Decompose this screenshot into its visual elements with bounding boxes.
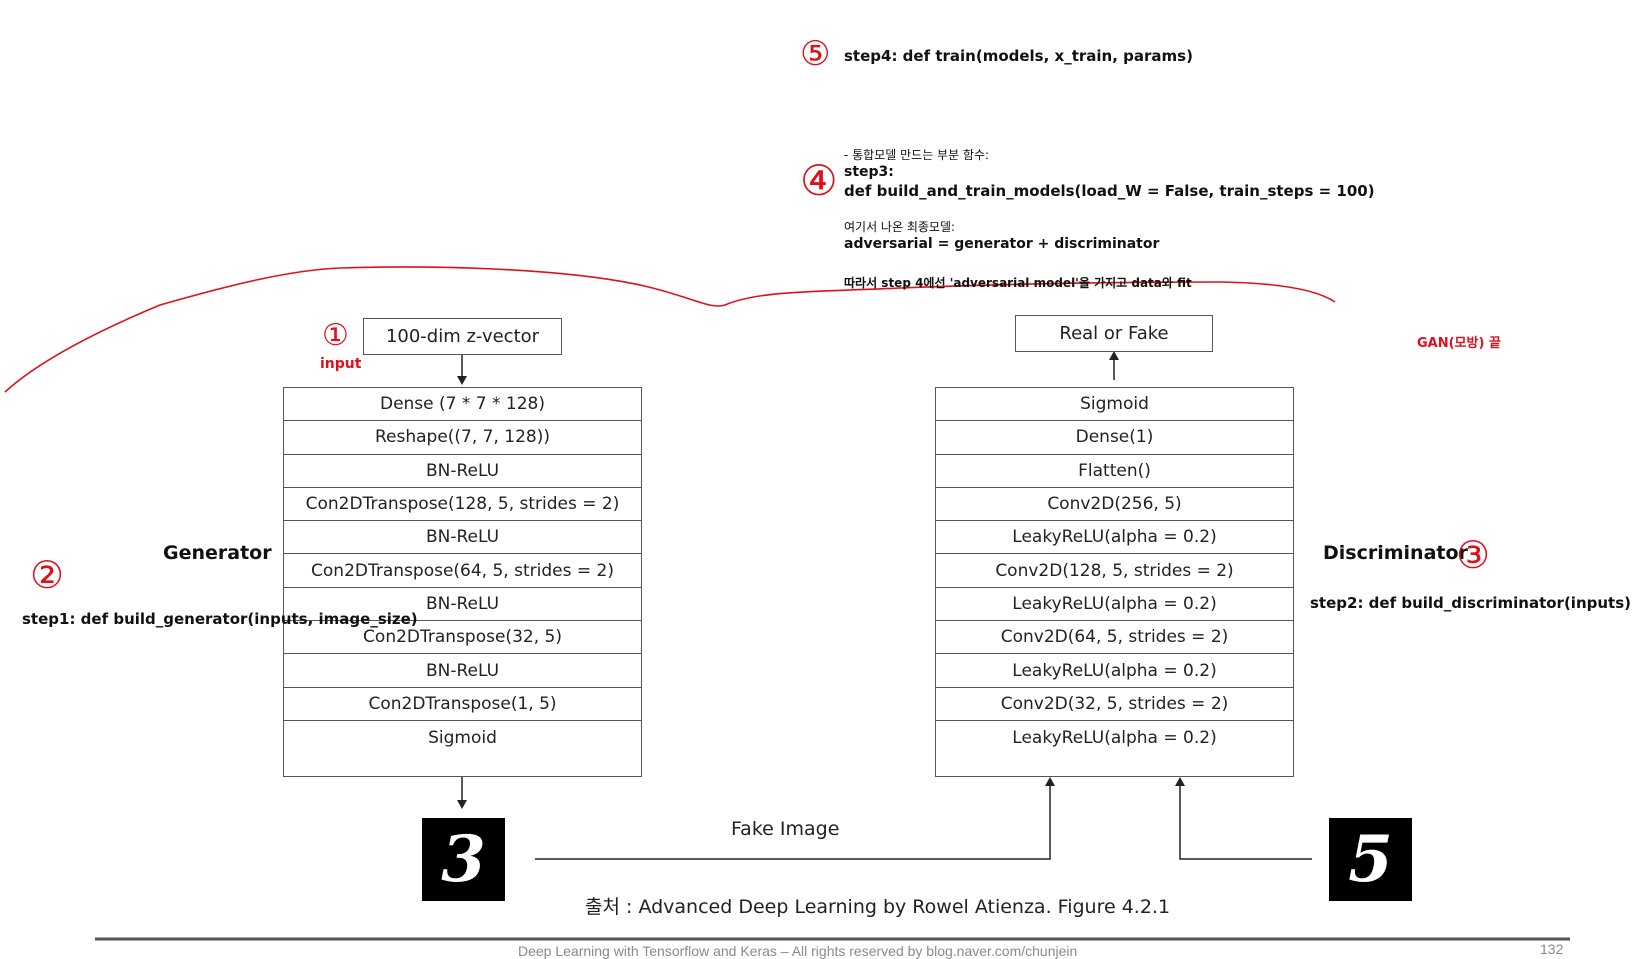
- generator-layer: BN-ReLU: [284, 521, 641, 555]
- discriminator-layer: Conv2D(128, 5, strides = 2): [936, 554, 1293, 588]
- real-digit-image: 5: [1329, 818, 1412, 901]
- step3-def: def build_and_train_models(load_W = Fals…: [844, 182, 1375, 200]
- discriminator-layer: Conv2D(32, 5, strides = 2): [936, 688, 1293, 721]
- generator-layer: Dense (7 * 7 * 128): [284, 388, 641, 422]
- arrowhead-generator-out: [457, 800, 467, 809]
- arrowhead-discriminator-out: [1109, 351, 1119, 360]
- z-vector-box: 100-dim z-vector: [363, 318, 562, 355]
- step4-note: step4: def train(models, x_train, params…: [844, 47, 1193, 65]
- fake-image-path: [535, 782, 1051, 860]
- step3-intro: - 통합모델 만드는 부분 함수:: [844, 148, 990, 162]
- page-number: 132: [1540, 941, 1564, 957]
- discriminator-layer: LeakyReLU(alpha = 0.2): [936, 588, 1293, 622]
- annotation-number-3: ③: [1456, 535, 1491, 577]
- annotation-number-4: ④: [800, 157, 838, 204]
- source-caption: 출처 : Advanced Deep Learning by Rowel Ati…: [585, 896, 1171, 918]
- generator-layer: BN-ReLU: [284, 455, 641, 488]
- generator-layer: BN-ReLU: [284, 588, 641, 622]
- annotation-number-2: ②: [30, 555, 65, 597]
- generator-layer: Sigmoid: [428, 727, 497, 748]
- adversarial-equation: adversarial = generator + discriminator: [844, 236, 1160, 252]
- discriminator-layer: Conv2D(256, 5): [936, 488, 1293, 522]
- discriminator-layer: Dense(1): [936, 421, 1293, 455]
- fake-digit-image: 3: [422, 818, 505, 901]
- discriminator-layer: Conv2D(64, 5, strides = 2): [936, 621, 1293, 655]
- footer-text: Deep Learning with Tensorflow and Keras …: [518, 943, 1078, 959]
- discriminator-layer: Sigmoid: [936, 388, 1293, 422]
- arrowhead-zvector: [457, 376, 467, 385]
- input-note: input: [320, 356, 362, 372]
- discriminator-layer: LeakyReLU(alpha = 0.2): [936, 521, 1293, 555]
- final-model-intro: 여기서 나온 최종모델:: [844, 220, 956, 234]
- generator-layer: Con2DTranspose(64, 5, strides = 2): [284, 554, 641, 588]
- discriminator-layer: Flatten(): [936, 455, 1293, 488]
- arrowhead-real-into-disc: [1175, 777, 1185, 786]
- annotation-number-5: ⑤: [800, 35, 831, 73]
- generator-stack: Dense (7 * 7 * 128)Reshape((7, 7, 128))B…: [283, 387, 642, 777]
- generator-layer: Con2DTranspose(32, 5): [284, 621, 641, 655]
- fake-image-label: Fake Image: [731, 818, 840, 840]
- generator-layer: Reshape((7, 7, 128)): [284, 421, 641, 455]
- discriminator-label: Discriminator: [1323, 542, 1468, 564]
- arrowhead-fake-into-disc: [1045, 777, 1055, 786]
- step3-label: step3:: [844, 164, 894, 180]
- generator-layer: BN-ReLU: [284, 654, 641, 688]
- step2-note: step2: def build_discriminator(inputs): [1310, 594, 1631, 612]
- generator-layer: Con2DTranspose(128, 5, strides = 2): [284, 488, 641, 522]
- gan-end-note: GAN(모방) 끝: [1417, 336, 1501, 351]
- real-digit-5: 5: [1348, 822, 1393, 897]
- fake-digit-3: 3: [441, 822, 486, 897]
- discriminator-layer: LeakyReLU(alpha = 0.2): [1012, 727, 1217, 748]
- red-separator-curve: [4, 266, 1336, 393]
- step1-note: step1: def build_generator(inputs, image…: [22, 610, 418, 628]
- generator-layer: Con2DTranspose(1, 5): [284, 688, 641, 721]
- annotation-number-1: ①: [322, 319, 349, 352]
- step4-explanation: 따라서 step 4에선 'adversarial model'을 가지고 da…: [844, 276, 1192, 290]
- discriminator-layer: LeakyReLU(alpha = 0.2): [936, 654, 1293, 688]
- real-or-fake-box: Real or Fake: [1015, 315, 1213, 352]
- generator-label: Generator: [163, 542, 272, 564]
- real-image-path: [1179, 782, 1312, 860]
